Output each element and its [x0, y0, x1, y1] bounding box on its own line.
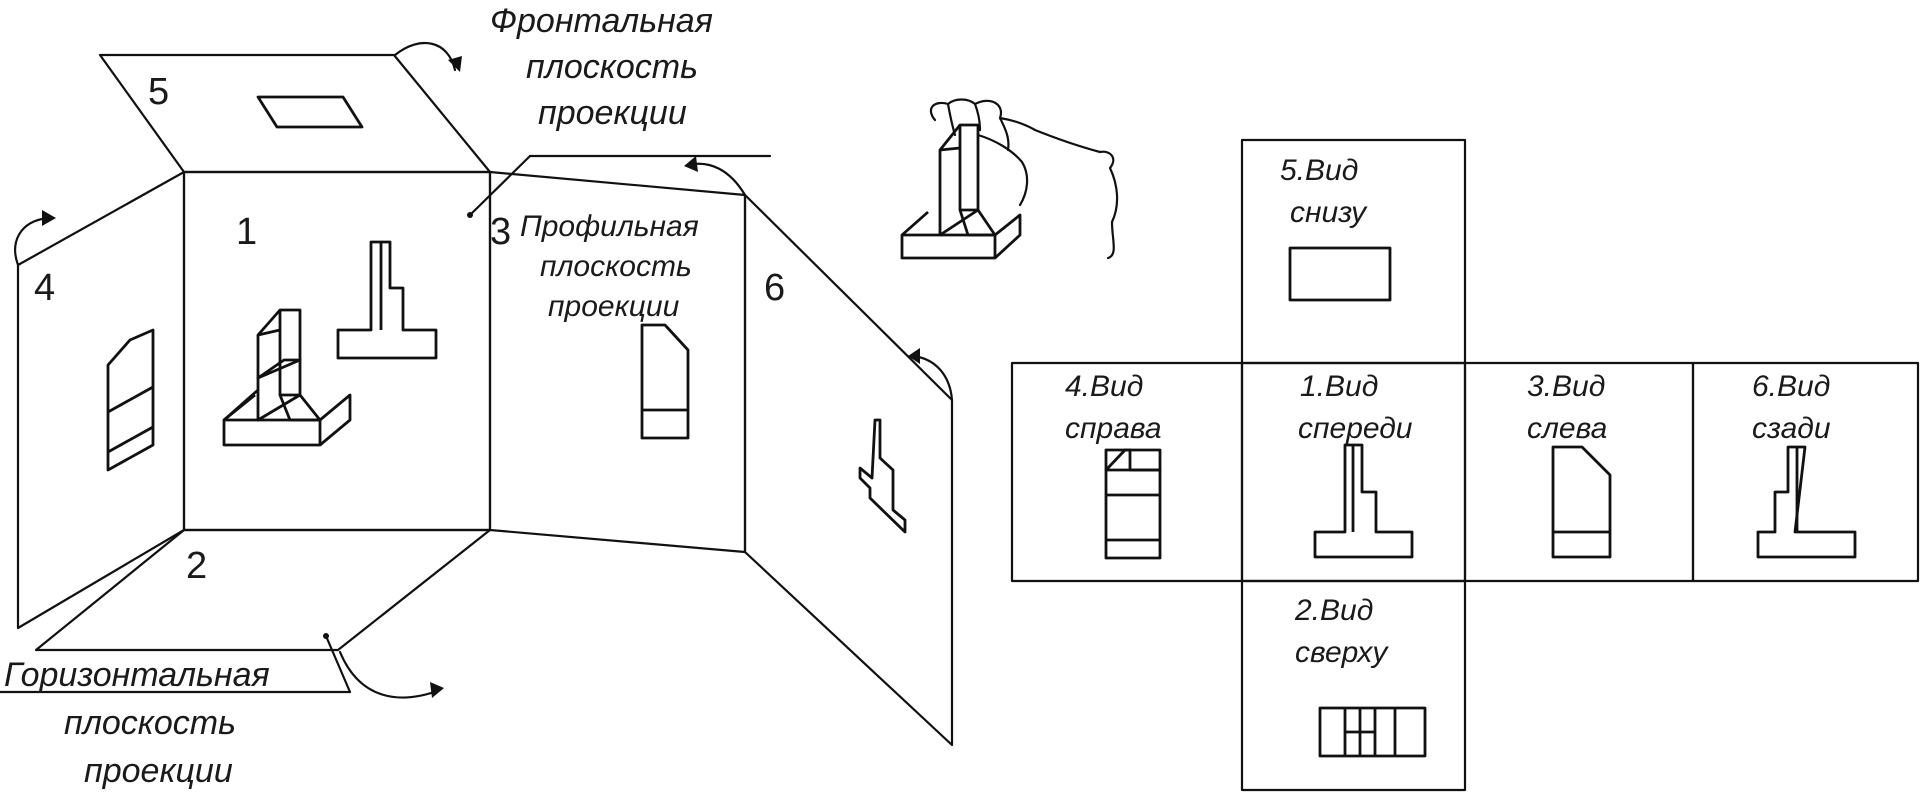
frontal-leader-dot	[467, 212, 473, 218]
plane-6-back	[743, 193, 954, 747]
view-back-shape	[1756, 445, 1857, 559]
view-front-shape	[1313, 443, 1414, 559]
projection-box: 5 1 4 3 6 2 Фронтальная плоскость проекц…	[0, 2, 954, 790]
horizontal-label-line-3: проекции	[84, 752, 233, 790]
views-layout: 5.Вид снизу 4.Вид справа 1.Вид спереди 3…	[1010, 138, 1920, 792]
plane-number-6: 6	[764, 267, 785, 309]
profile-label-line-1: Профильная	[520, 210, 699, 243]
view-front-caption-2: спереди	[1298, 412, 1413, 445]
view-right-shape	[1104, 448, 1162, 560]
plane-4-left	[16, 170, 186, 630]
horizontal-label-line-2: плоскость	[64, 704, 236, 742]
view-bottom-caption-1: 5.Вид	[1280, 154, 1358, 187]
frontal-label-line-2: плоскость	[526, 48, 698, 86]
frontal-leader	[468, 154, 532, 217]
back-plane-projection	[858, 418, 907, 534]
view-top-caption-1: 2.Вид	[1294, 594, 1373, 627]
view-bottom-caption-2: снизу	[1290, 196, 1368, 229]
view-back-caption-1: 6.Вид	[1752, 370, 1830, 403]
top-plane-projection	[256, 95, 364, 129]
frontal-plane-part-isometric	[222, 308, 352, 447]
view-bottom-shape	[1288, 246, 1392, 302]
plane-number-4: 4	[34, 267, 55, 309]
view-left-caption-2: слева	[1527, 412, 1607, 445]
plane-number-2: 2	[186, 545, 207, 587]
plane-number-5: 5	[148, 71, 169, 113]
view-right-caption-1: 4.Вид	[1065, 370, 1143, 403]
rotation-arrow-top	[393, 41, 462, 72]
rotation-arrow-profile	[684, 156, 747, 197]
hand-holding-part	[900, 98, 1119, 260]
rotation-arrow-bottom	[338, 650, 444, 699]
view-top-caption-2: сверху	[1295, 636, 1389, 669]
frontal-plane-part-profile	[336, 240, 438, 360]
profile-label-line-2: плоскость	[540, 250, 692, 283]
profile-plane-projection	[640, 323, 690, 440]
hand-outline	[929, 98, 1119, 260]
plane-number-1: 1	[236, 211, 257, 253]
view-back-caption-2: сзади	[1752, 412, 1831, 445]
horizontal-leader-dot	[323, 633, 329, 639]
frontal-label-line-1: Фронтальная	[490, 2, 713, 40]
view-left-shape	[1551, 445, 1612, 559]
horizontal-leader	[324, 634, 352, 694]
plane-number-3: 3	[490, 211, 511, 253]
rotation-arrow-left	[14, 210, 56, 267]
plane-2-bottom	[34, 528, 492, 652]
view-right-caption-2: справа	[1065, 412, 1162, 445]
rotation-arrow-right	[908, 348, 954, 402]
view-left-caption-1: 3.Вид	[1527, 370, 1605, 403]
frontal-label-line-3: проекции	[538, 94, 687, 132]
profile-label-line-3: проекции	[548, 290, 680, 323]
view-front-caption-1: 1.Вид	[1300, 370, 1378, 403]
hand-part-isometric	[900, 123, 1022, 260]
left-plane-projection	[106, 328, 155, 472]
view-top-shape	[1318, 706, 1427, 758]
cell-view-back	[1691, 361, 1920, 583]
horizontal-label-line-1: Горизонтальная	[4, 656, 270, 694]
cell-view-top	[1240, 579, 1467, 792]
